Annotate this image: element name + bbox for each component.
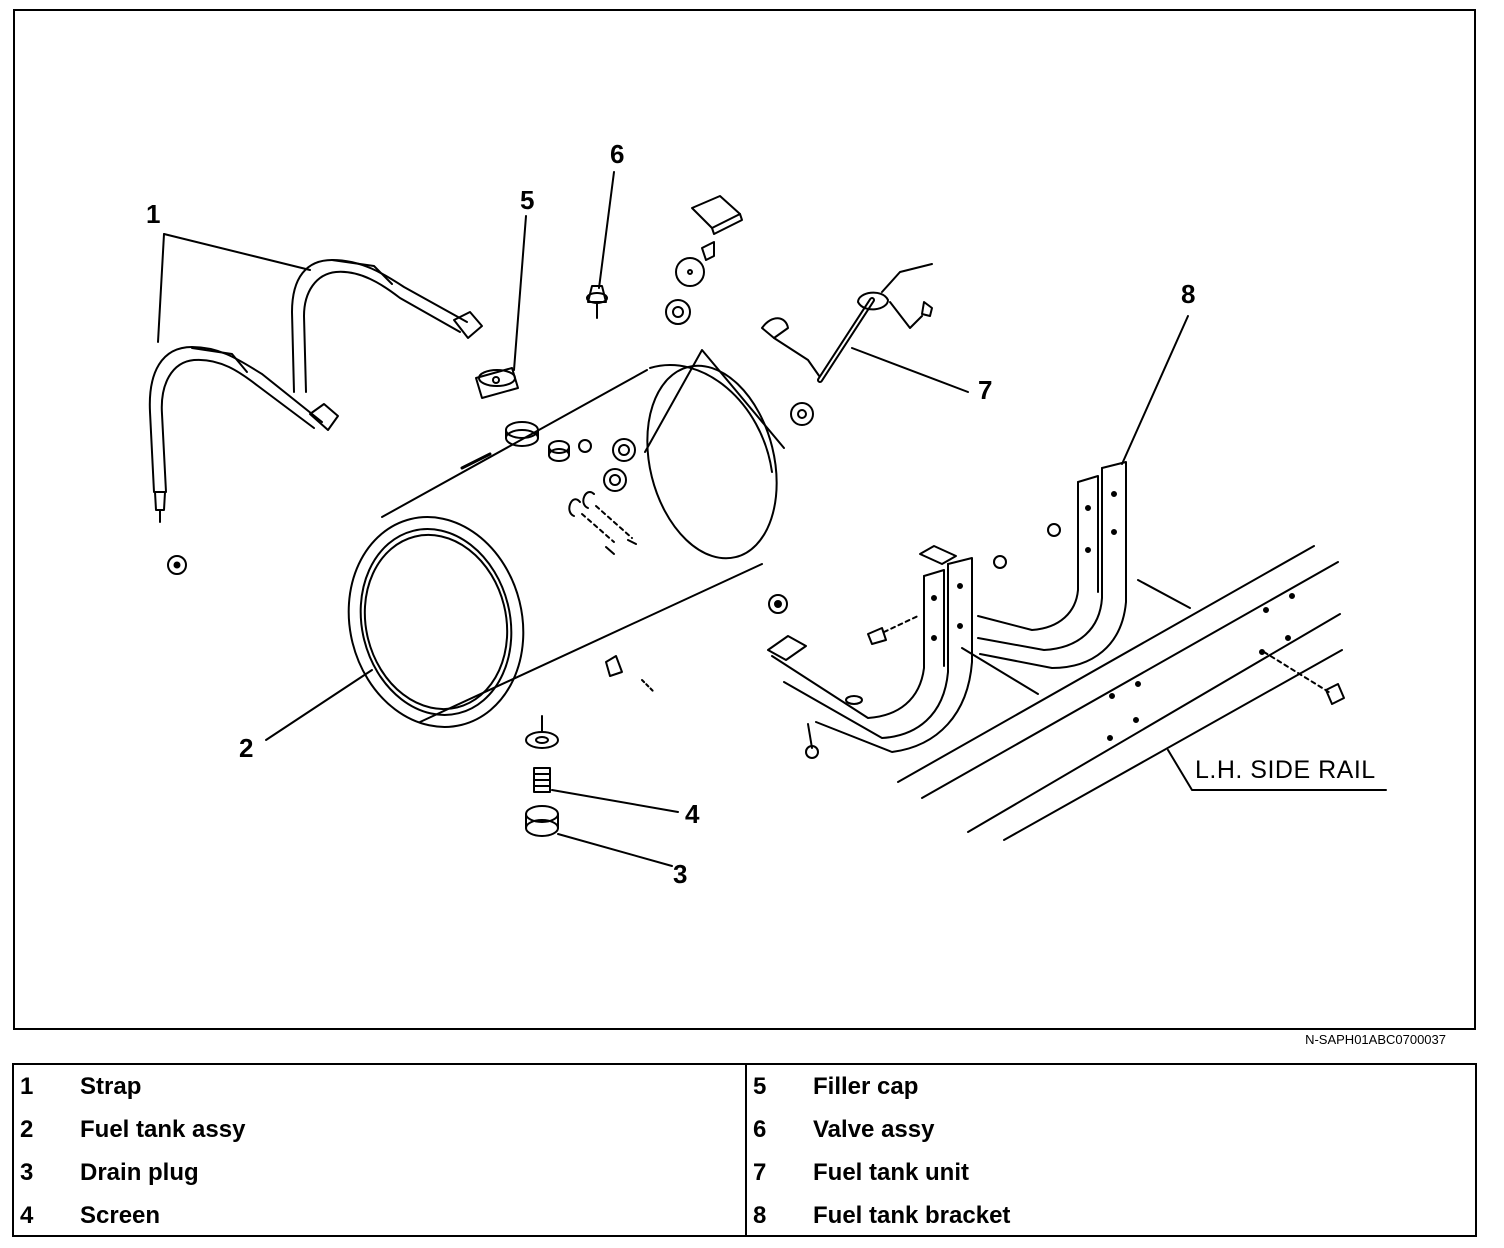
legend-number: 3	[20, 1159, 34, 1186]
strap-nut	[167, 555, 187, 575]
fuel-tank-bracket-rear	[977, 461, 1127, 669]
diagram-drawing	[148, 171, 1387, 867]
filler-neck	[505, 421, 539, 447]
legend-number: 8	[753, 1202, 767, 1229]
legend-row: 7 Fuel tank unit	[747, 1151, 1475, 1194]
strap-front	[148, 346, 339, 523]
legend-row: 4 Screen	[14, 1194, 745, 1237]
legend-number: 7	[753, 1159, 767, 1186]
callout-5: 5	[520, 185, 535, 215]
legend-row: 5 Filler cap	[747, 1065, 1475, 1108]
sender-cover	[644, 195, 785, 453]
legend-row: 3 Drain plug	[14, 1151, 745, 1194]
legend-label: Drain plug	[80, 1159, 199, 1186]
legend-label: Filler cap	[813, 1073, 919, 1100]
parts-legend: 1 Strap 2 Fuel tank assy 3 Drain plug 4 …	[12, 1063, 1477, 1237]
side-rail	[897, 545, 1345, 841]
legend-row: 6 Valve assy	[747, 1108, 1475, 1151]
callout-8: 8	[1181, 279, 1196, 309]
legend-row: 1 Strap	[14, 1065, 745, 1108]
legend-column-left: 1 Strap 2 Fuel tank assy 3 Drain plug 4 …	[14, 1065, 747, 1235]
fuel-tank-bracket-front	[767, 545, 1007, 759]
callout-3: 3	[673, 859, 688, 889]
tank-fittings	[548, 438, 655, 693]
callout-7: 7	[978, 375, 993, 405]
legend-number: 6	[753, 1116, 767, 1143]
drain-parts	[525, 715, 559, 837]
valve-assy	[586, 285, 608, 319]
callout-1: 1	[146, 199, 161, 229]
filler-cap	[475, 367, 519, 399]
fuel-tank-unit	[761, 263, 933, 426]
side-rail-label: L.H. SIDE RAIL	[1195, 756, 1376, 784]
legend-number: 5	[753, 1073, 767, 1100]
legend-row: 2 Fuel tank assy	[14, 1108, 745, 1151]
strap-rear	[291, 259, 483, 393]
leader-lines	[157, 171, 1387, 867]
legend-number: 1	[20, 1073, 34, 1100]
legend-label: Valve assy	[813, 1116, 935, 1143]
legend-label: Fuel tank bracket	[813, 1202, 1011, 1229]
figure-code: N-SAPH01ABC0700037	[1305, 1032, 1446, 1047]
fuel-tank-body	[347, 364, 778, 728]
callout-2: 2	[239, 733, 254, 763]
legend-label: Fuel tank assy	[80, 1116, 246, 1143]
callout-4: 4	[685, 799, 700, 829]
legend-number: 2	[20, 1116, 34, 1143]
legend-label: Strap	[80, 1073, 142, 1100]
legend-column-right: 5 Filler cap 6 Valve assy 7 Fuel tank un…	[747, 1065, 1475, 1235]
legend-label: Fuel tank unit	[813, 1159, 969, 1186]
exploded-diagram: 1 2 3 4 5 6 7 8 L.H. SIDE RAIL	[13, 9, 1476, 1030]
legend-number: 4	[20, 1202, 34, 1229]
legend-row: 8 Fuel tank bracket	[747, 1194, 1475, 1237]
callout-6: 6	[610, 139, 625, 169]
legend-label: Screen	[80, 1202, 161, 1229]
